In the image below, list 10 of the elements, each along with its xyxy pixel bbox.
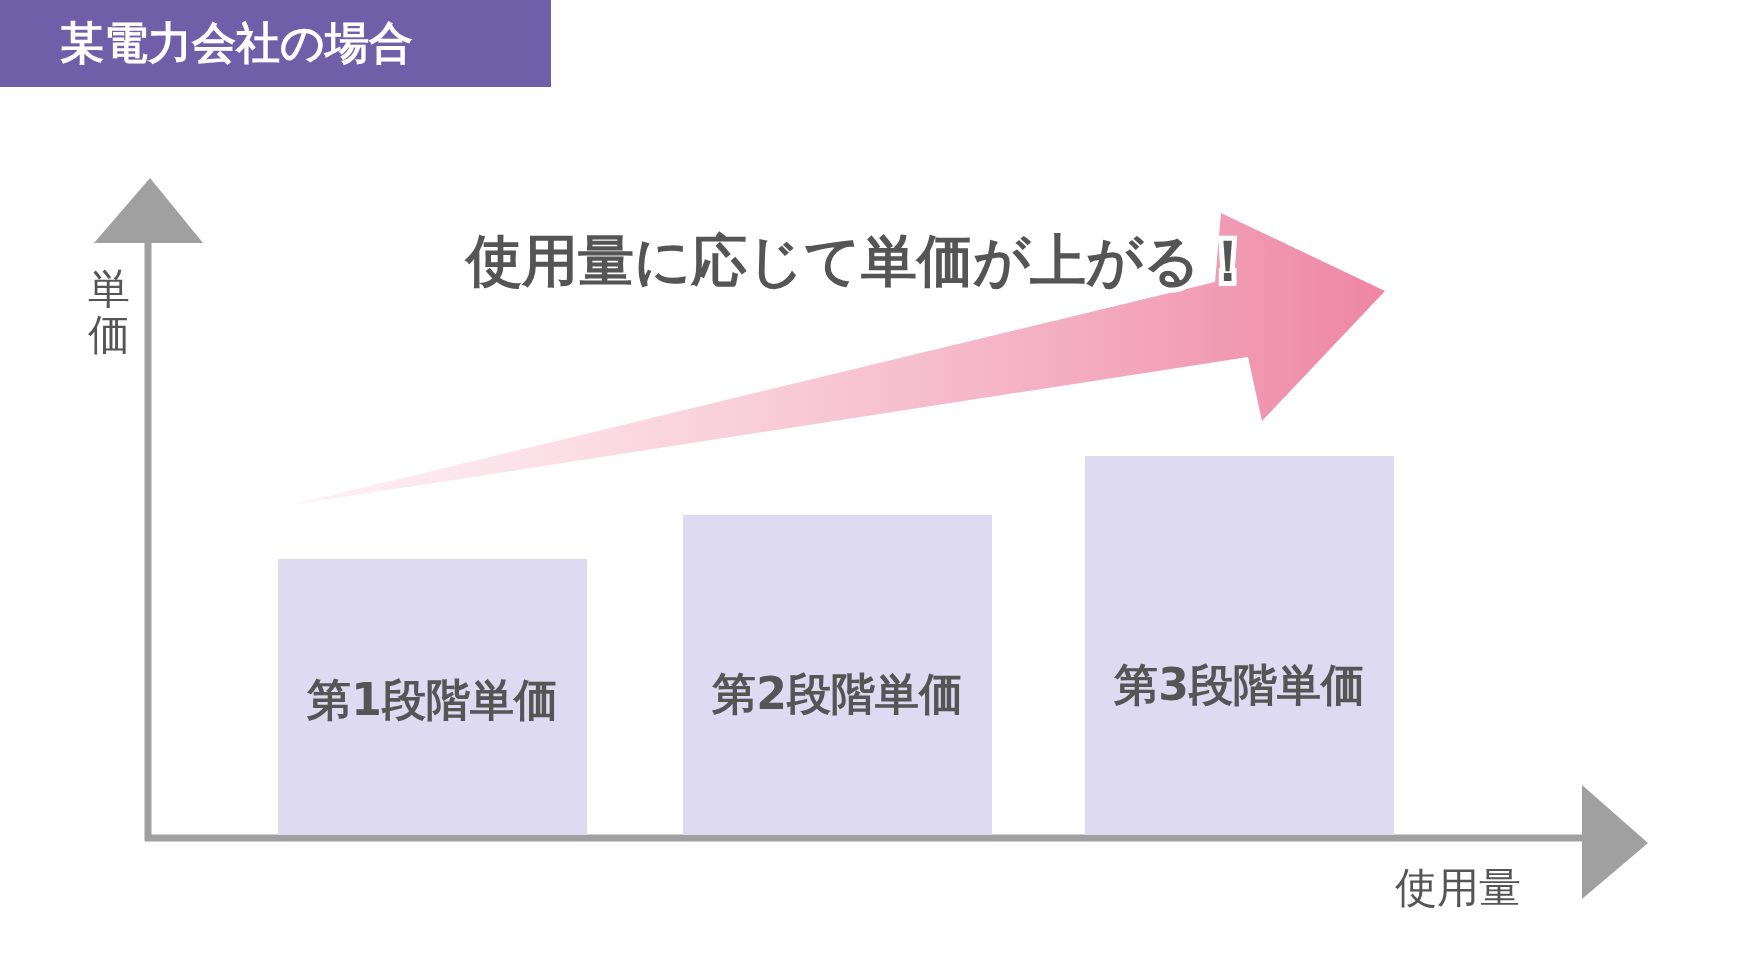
price-tier-bar: [1085, 456, 1394, 835]
x-axis-label: 使用量: [1395, 862, 1521, 914]
bar-label: 第1段階単価: [307, 673, 558, 727]
y-axis-label: 単価: [88, 266, 130, 359]
headline-text: 使用量に応じて単価が上がる！: [466, 227, 1256, 295]
price-tier-bar: [278, 559, 587, 835]
bar-label: 第3段階単価: [1114, 658, 1365, 712]
price-tier-bar: [683, 515, 992, 835]
bar-label: 第2段階単価: [712, 667, 963, 721]
title-text: 某電力会社の場合: [60, 16, 413, 70]
